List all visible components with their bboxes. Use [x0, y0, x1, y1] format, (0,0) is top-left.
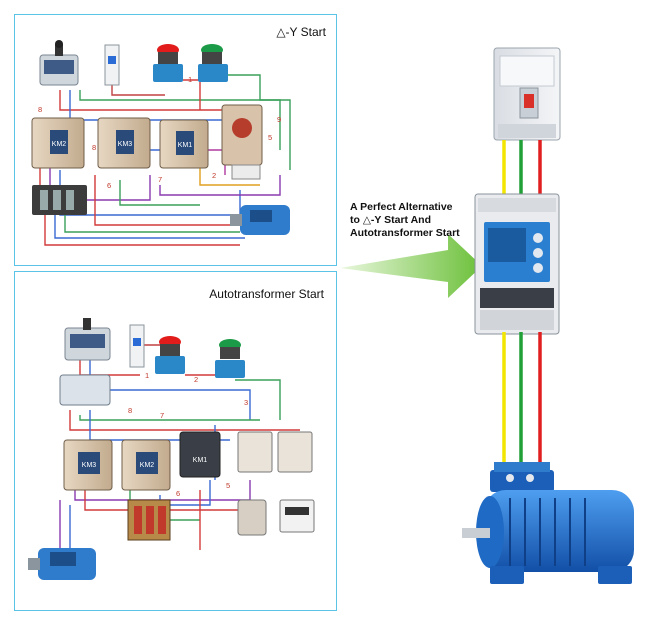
supply-wires — [502, 140, 542, 195]
auto-wire-number: 8 — [128, 406, 132, 415]
auto-wire-number: 1 — [145, 371, 149, 380]
autotransformer-start-title: Autotransformer Start — [209, 287, 324, 301]
soft-starter-device — [474, 193, 560, 335]
callout-line-2: to △-Y Start And — [350, 214, 431, 226]
auto-wire-number: 2 — [194, 375, 198, 384]
delta-wire-number: 2 — [212, 171, 216, 180]
callout-line-1: A Perfect Alternative — [350, 201, 453, 213]
auto-wire-number: 6 — [176, 489, 180, 498]
delta-wire-number: 9 — [277, 115, 281, 124]
callout-line-3: Autotransformer Start — [350, 227, 460, 239]
callout-text: A Perfect Alternative to △-Y Start And A… — [350, 201, 485, 240]
delta-wire-number: 5 — [268, 133, 272, 142]
delta-km3-label: KM3 — [118, 141, 133, 148]
auto-km1-label: KM1 — [193, 457, 208, 464]
delta-wire-number: 8 — [38, 105, 42, 114]
circuit-breaker — [493, 47, 561, 141]
electric-motor — [462, 462, 634, 584]
auto-wire-number: 5 — [226, 481, 230, 490]
delta-km2-label: KM2 — [52, 141, 67, 148]
delta-wire-number: 8 — [92, 143, 96, 152]
delta-wire-number: 7 — [158, 175, 162, 184]
auto-km3-label: KM3 — [82, 462, 97, 469]
auto-km2-label: KM2 — [140, 462, 155, 469]
auto-wire-number: 7 — [160, 411, 164, 420]
auto-wire-number: 3 — [244, 398, 248, 407]
delta-wire-number: 1 — [188, 75, 192, 84]
delta-km1-label: KM1 — [178, 142, 193, 149]
delta-wire-number: 6 — [107, 181, 111, 190]
delta-y-start-title: △-Y Start — [276, 25, 326, 39]
autotransformer-diagram: KM3 KM2 KM1 2 3 7 8 6 5 1 — [28, 318, 315, 580]
motor-wires — [502, 332, 542, 470]
delta-y-diagram: KM2 KM3 KM1 8 8 6 7 2 1 — [31, 40, 291, 246]
arrow-right-icon — [340, 234, 482, 298]
